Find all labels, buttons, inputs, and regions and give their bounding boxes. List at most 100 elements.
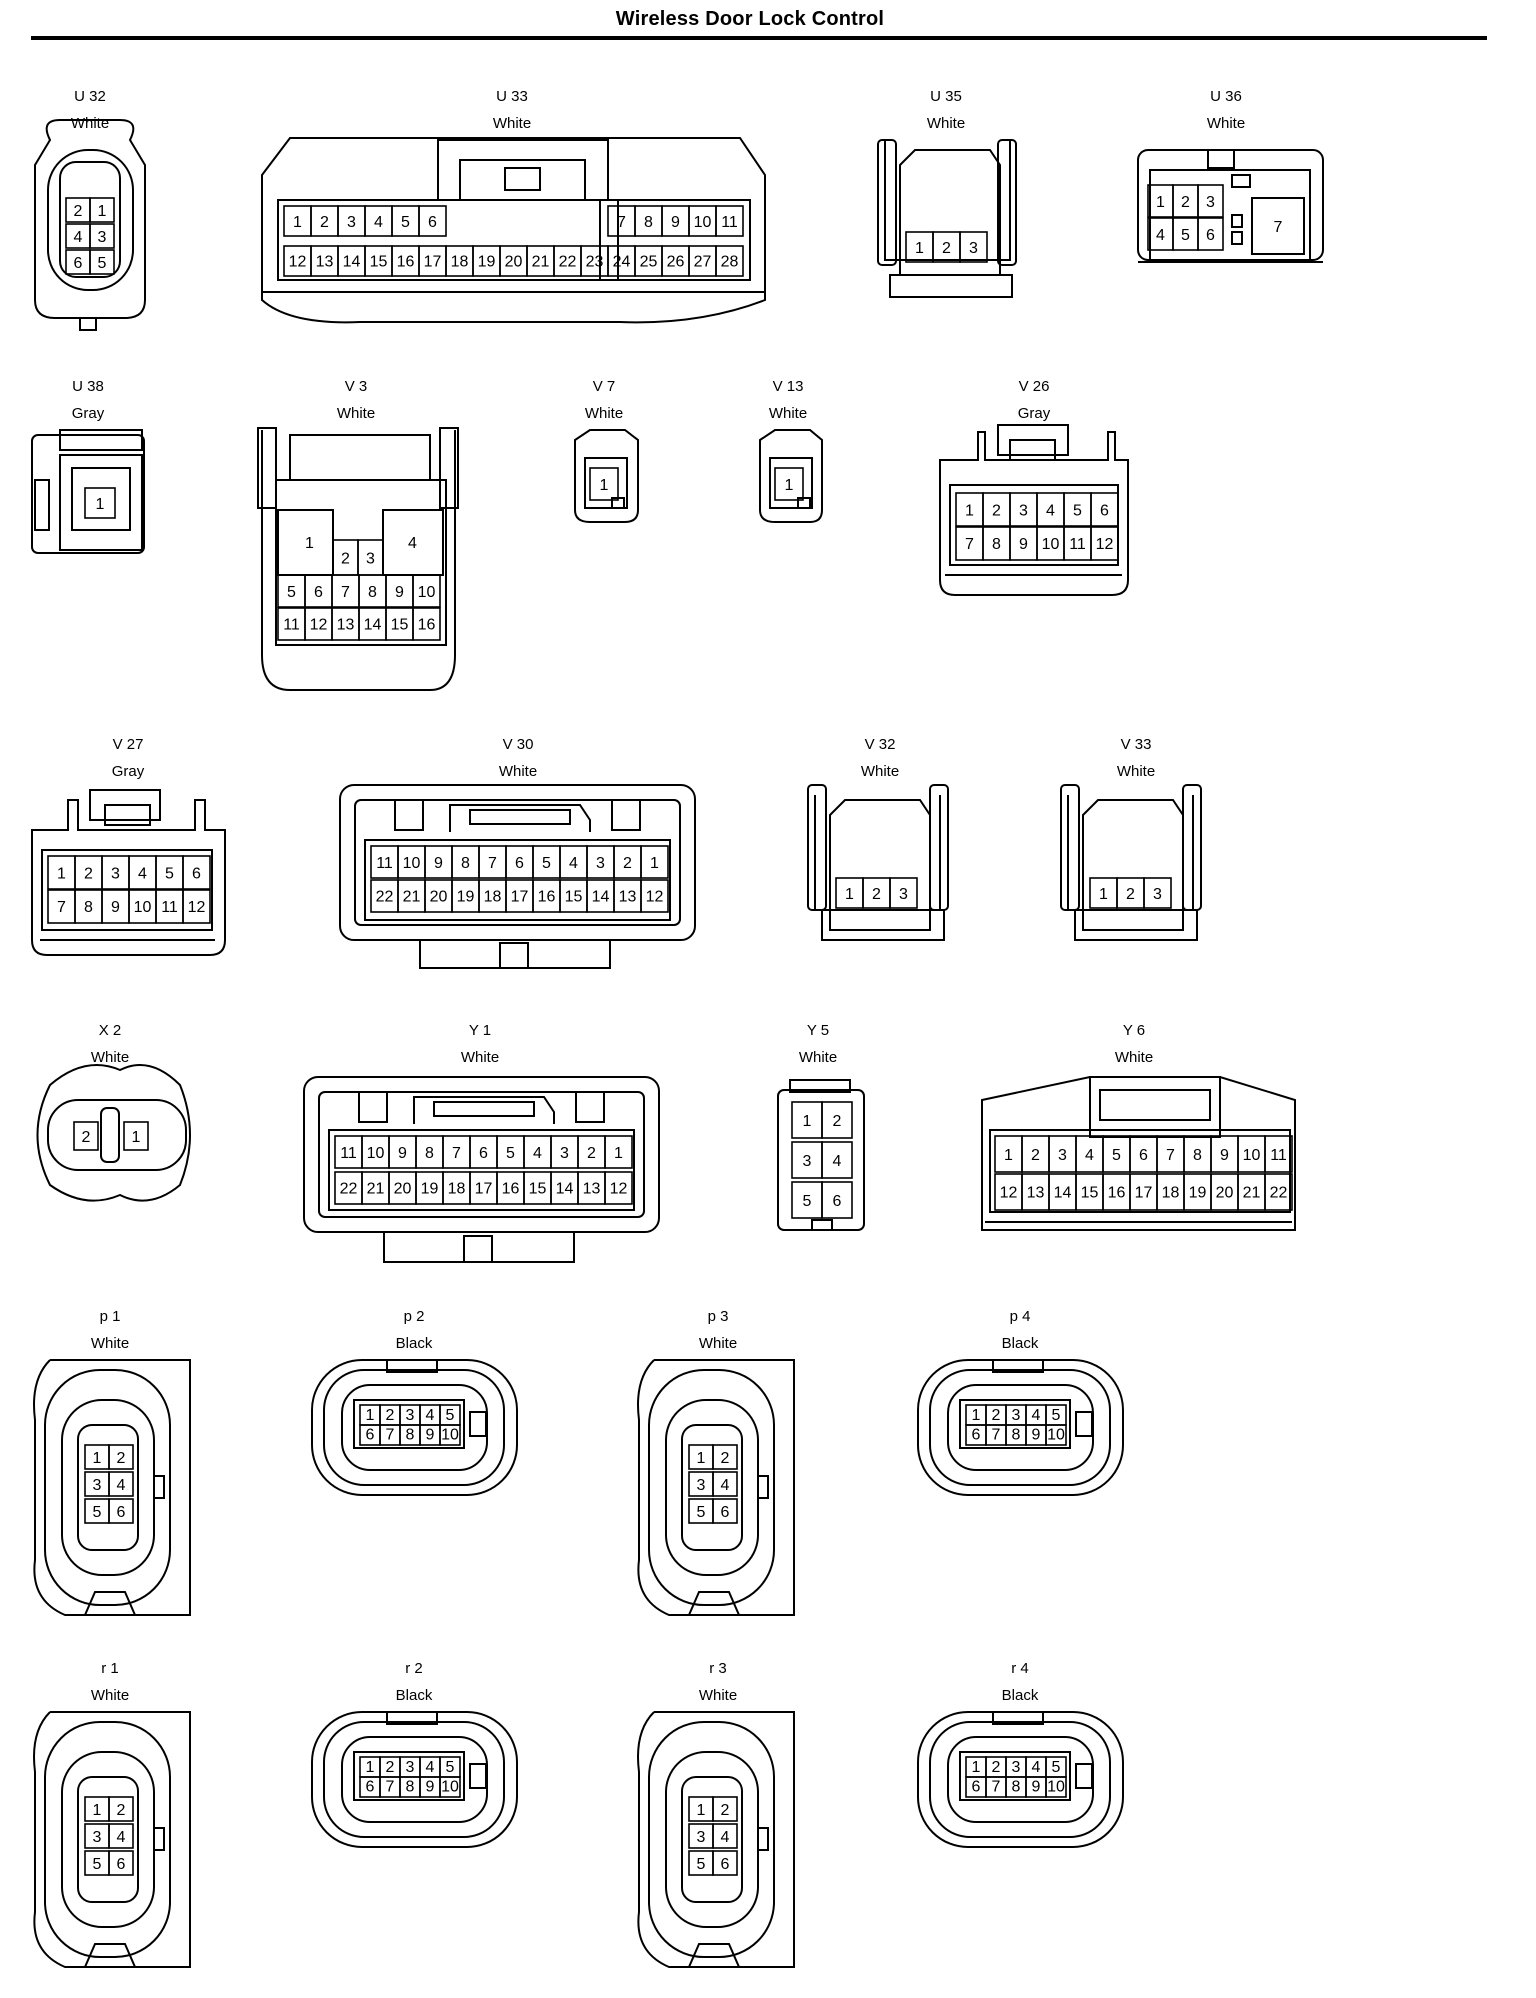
pin-number: 9 [426, 1427, 435, 1444]
pin-number: 1 [600, 477, 609, 494]
connector-color: White [584, 405, 624, 422]
pin-number: 9 [395, 584, 404, 601]
pin-number: 17 [424, 253, 442, 270]
pin-number: 2 [386, 1759, 395, 1776]
connector-color: Black [1001, 1335, 1039, 1352]
pin-number: 4 [138, 865, 147, 882]
pin-number: 16 [502, 1180, 520, 1197]
pin-number: 1 [697, 1450, 706, 1467]
connector-color: White [90, 1049, 130, 1066]
pin-number: 3 [1058, 1147, 1067, 1164]
connector-code: p 4 [1009, 1308, 1031, 1325]
pin-number: 2 [74, 203, 83, 220]
connector-color: White [1116, 763, 1156, 780]
pin-number: 15 [1081, 1184, 1099, 1201]
connector-color: White [698, 1335, 738, 1352]
pin-number: 16 [418, 616, 436, 633]
connector-color: White [926, 115, 966, 132]
connector-code: V 30 [502, 736, 534, 753]
pin-number: 8 [406, 1779, 415, 1796]
pin-number: 19 [421, 1180, 439, 1197]
pin-number: 4 [74, 229, 83, 246]
pin-number: 12 [646, 888, 664, 905]
pin-number: 3 [1019, 502, 1028, 519]
pin-number: 2 [1126, 886, 1135, 903]
pin-number: 14 [1054, 1184, 1072, 1201]
connector-code: r 3 [709, 1660, 727, 1677]
connector-code: V 13 [772, 378, 804, 395]
pin-number: 9 [671, 214, 680, 231]
pin-number: 28 [721, 253, 739, 270]
pin-number: 5 [697, 1856, 706, 1873]
pin-number: 10 [1047, 1779, 1065, 1796]
connector-color: White [90, 1687, 130, 1704]
pin-number: 2 [587, 1145, 596, 1162]
connector-code: r 1 [101, 1660, 119, 1677]
pin-number: 3 [560, 1145, 569, 1162]
pin-number: 11 [1270, 1147, 1287, 1164]
pin-number: 6 [117, 1504, 126, 1521]
pin-number: 2 [117, 1802, 126, 1819]
pin-number: 5 [287, 584, 296, 601]
pin-number: 6 [1139, 1147, 1148, 1164]
pin-number: 13 [619, 888, 637, 905]
pin-number: 1 [132, 1129, 141, 1146]
connector-color: Gray [111, 763, 145, 780]
pin-number: 1 [1004, 1147, 1013, 1164]
pin-number: 10 [1047, 1427, 1065, 1444]
pin-number: 17 [1135, 1184, 1153, 1201]
connector-code: V 33 [1120, 736, 1152, 753]
pin-number: 2 [386, 1407, 395, 1424]
pin-number: 4 [833, 1153, 842, 1170]
pin-number: 10 [694, 214, 712, 231]
pin-number: 1 [803, 1113, 812, 1130]
pin-number: 6 [74, 255, 83, 272]
connector-color: White [498, 763, 538, 780]
pin-number: 1 [965, 502, 974, 519]
pin-number: 12 [1000, 1184, 1018, 1201]
connector-code: U 32 [74, 88, 106, 105]
pin-number: 3 [93, 1829, 102, 1846]
pin-number: 4 [1156, 227, 1165, 244]
pin-number: 1 [650, 855, 659, 872]
connector-color: White [1114, 1049, 1154, 1066]
pin-number: 20 [394, 1180, 412, 1197]
pin-number: 11 [376, 855, 393, 872]
pin-number: 2 [117, 1450, 126, 1467]
pin-number: 26 [667, 253, 685, 270]
pin-number: 5 [697, 1504, 706, 1521]
pin-number: 25 [640, 253, 658, 270]
pin-number: 6 [972, 1779, 981, 1796]
pin-number: 1 [93, 1802, 102, 1819]
pin-number: 4 [569, 855, 578, 872]
pin-number: 7 [386, 1427, 395, 1444]
pin-number: 3 [406, 1407, 415, 1424]
pin-number: 3 [969, 240, 978, 257]
pin-number: 4 [117, 1477, 126, 1494]
pin-number: 5 [401, 214, 410, 231]
pin-number: 2 [1031, 1147, 1040, 1164]
pin-number: 1 [845, 886, 854, 903]
pin-number: 8 [461, 855, 470, 872]
pin-number: 3 [1012, 1759, 1021, 1776]
pin-number: 10 [441, 1779, 459, 1796]
pin-number: 1 [293, 214, 302, 231]
pin-number: 2 [942, 240, 951, 257]
pin-number: 14 [592, 888, 610, 905]
pin-number: 3 [366, 550, 375, 567]
pin-number: 3 [596, 855, 605, 872]
pin-number: 9 [426, 1779, 435, 1796]
connector-code: V 32 [864, 736, 896, 753]
pin-number: 5 [93, 1856, 102, 1873]
pin-number: 5 [93, 1504, 102, 1521]
pin-number: 8 [1193, 1147, 1202, 1164]
